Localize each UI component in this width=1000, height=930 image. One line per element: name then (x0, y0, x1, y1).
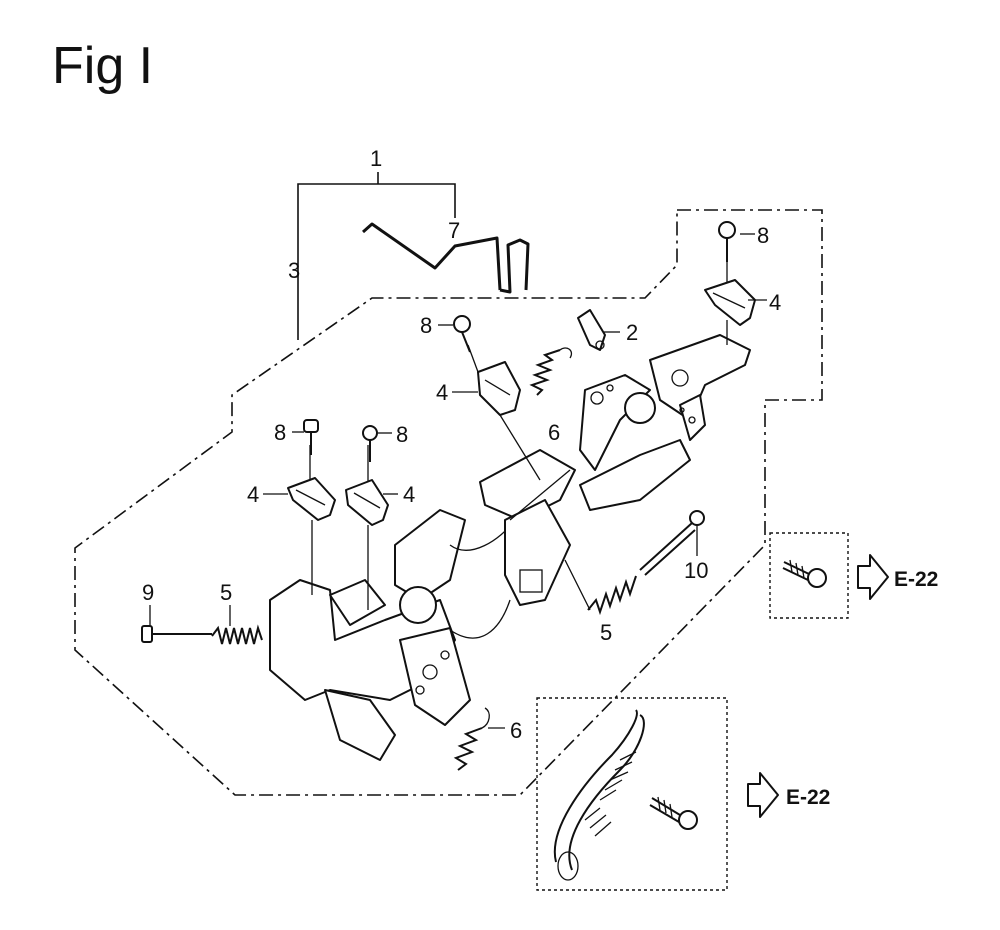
callout-4-top-right: 4 (769, 290, 781, 315)
screw-icon-lower (649, 796, 698, 830)
clamp-4-center (467, 344, 541, 481)
callout-8-middle: 8 (396, 422, 408, 447)
reference-label-upper: E-22 (894, 568, 938, 591)
callout-8-center: 8 (420, 313, 432, 338)
bolt-8-left (303, 419, 319, 455)
clamp-4-top-right (704, 240, 756, 345)
wire-rod-7 (362, 222, 530, 294)
assembly-outline (74, 209, 823, 796)
callout-4-center: 4 (436, 380, 448, 405)
spring-5-left (211, 624, 263, 645)
callout-4-middle: 4 (403, 482, 415, 507)
figure-title: Fig I (52, 37, 154, 95)
arrow-right-icon-upper (857, 554, 889, 600)
reference-label-lower: E-22 (786, 786, 830, 809)
bolt-8-middle (362, 425, 378, 462)
clip-2 (577, 309, 606, 351)
spring-6-upper (529, 347, 573, 396)
callout-1: 1 (370, 146, 382, 171)
bolt-8-center (453, 315, 471, 353)
spring-5-right (587, 575, 637, 616)
bolt-10 (639, 510, 705, 576)
arrow-right-icon-lower (747, 772, 779, 818)
screw-icon-upper (782, 559, 827, 588)
reference-box-upper (769, 532, 849, 619)
callout-5-left: 5 (220, 580, 232, 605)
callout-5-right: 5 (600, 620, 612, 645)
callout-9: 9 (142, 580, 154, 605)
callout-6-upper: 6 (548, 420, 560, 445)
bracket-1 (297, 183, 456, 340)
callout-2: 2 (626, 320, 638, 345)
callout-8-top-right: 8 (757, 223, 769, 248)
callout-10: 10 (684, 558, 708, 583)
bolt-9 (141, 625, 212, 643)
bolt-8-top-right (718, 221, 736, 262)
reference-box-lower (536, 697, 728, 891)
callout-6-lower: 6 (510, 718, 522, 743)
callout-7: 7 (448, 218, 460, 243)
callout-3: 3 (288, 258, 300, 283)
spring-icon-lower (553, 709, 645, 881)
callout-8-left: 8 (274, 420, 286, 445)
callout-4-left: 4 (247, 482, 259, 507)
clamp-4-middle (345, 445, 389, 610)
spring-6-lower (453, 707, 490, 771)
governor-bracket-assembly (269, 334, 751, 761)
clamp-4-left (287, 445, 336, 595)
